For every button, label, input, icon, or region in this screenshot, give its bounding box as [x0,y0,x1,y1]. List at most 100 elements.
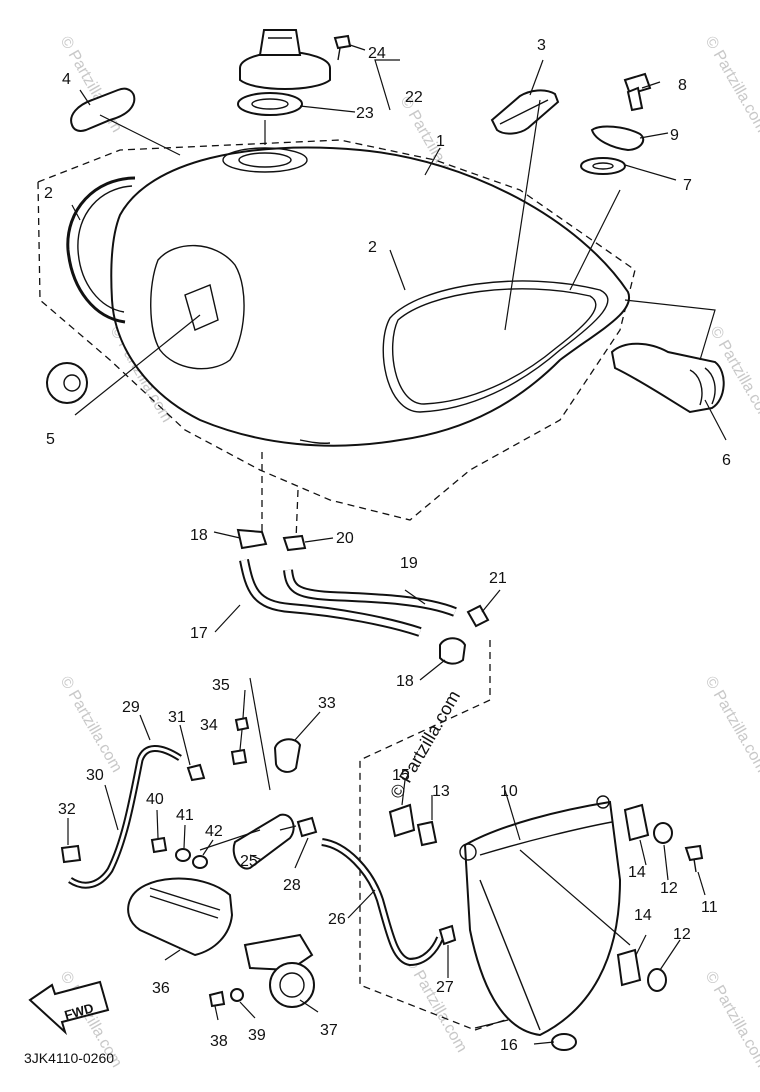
part-41-washer [175,848,191,862]
part-6-bracket [610,342,725,414]
part-38-bolt [208,990,226,1008]
callout-9: 9 [670,127,679,144]
part-11-bolt-shank [693,858,697,873]
part-28-clamp [296,816,318,838]
callout-30: 30 [86,767,104,784]
callout-3: 3 [537,37,546,54]
part-2-trim-left-inner [77,185,133,313]
part-11-bolt [684,844,704,862]
part-4-band [70,87,136,132]
callout-6: 6 [722,452,731,469]
callout-35: 35 [212,677,230,694]
part-17-hose-inner [241,559,421,635]
leader-dashed [295,489,299,541]
part-13-collar [416,820,438,847]
part-15-spacer [388,803,416,838]
tank-seam [299,439,331,444]
part-8-bolt [623,72,652,112]
part-42-nut [192,855,208,869]
callout-27: 27 [436,979,454,996]
tank-assembly-outline [37,139,636,521]
callout-14: 14 [634,907,652,924]
callout-38: 38 [210,1033,228,1050]
callout-15: 15 [392,767,410,784]
callout-18: 18 [190,527,208,544]
part-18-clip-lower [439,637,467,665]
part-22-fuel-cap [239,29,331,90]
part-26-hose-inner [321,840,442,965]
part-10-canister [459,795,622,1037]
callout-31: 31 [168,709,186,726]
callout-37: 37 [320,1022,338,1039]
part-9-plate [590,125,645,152]
tank-rear-opening [150,244,245,370]
callout-19: 19 [400,555,418,572]
callout-2: 2 [368,239,377,256]
part-32-connector [60,844,82,864]
watermark: © Partzilla.com [57,674,126,776]
part-36-cover [127,877,234,957]
tank-filler-flange [222,147,308,173]
callout-26: 26 [328,911,346,928]
part-24-screw [333,34,352,61]
callout-23: 23 [356,105,374,122]
tank-side-emblem-ring [382,280,609,413]
callout-8: 8 [678,77,687,94]
tank-side-emblem-ring-inner [391,288,597,405]
part-14-damper-lower [616,948,642,987]
callout-34: 34 [200,717,218,734]
part-31-clamp [186,763,206,782]
callout-1: 1 [436,133,445,150]
part-14-damper [623,803,650,842]
part-5-grommet [46,362,88,404]
part-2-trim-left [66,176,136,324]
part-16-grommet [551,1033,577,1051]
callout-2: 2 [44,185,53,202]
part-34-bolt [230,748,248,766]
callout-24: 24 [368,45,386,62]
part-29-hose-inner [69,747,181,887]
part-12-washer-lower [647,968,667,992]
part-12-washer [653,822,673,844]
watermark: © Partzilla.com [702,34,760,136]
part-18-clip [236,528,268,550]
fuel-tank [110,146,631,447]
part-25-fuel-filter [232,813,297,870]
callout-13: 13 [432,783,450,800]
callout-29: 29 [122,699,140,716]
leader-lines [67,44,727,1045]
callout-20: 20 [336,530,354,547]
part-40-bolt [150,836,168,854]
part-3-emblem [490,89,560,135]
leader-dashed [359,640,491,1031]
part-35-washer [234,716,250,732]
callout-5: 5 [46,431,55,448]
callout-39: 39 [248,1027,266,1044]
watermark: © Partzilla.com [702,674,760,776]
callout-labels: 1 2 2 3 4 5 6 7 8 9 10 11 12 12 13 14 14… [44,37,731,1054]
callout-12: 12 [660,880,678,897]
callout-33: 33 [318,695,336,712]
tank-filler-hole [238,152,292,168]
callout-40: 40 [146,791,164,808]
callout-36: 36 [152,980,170,997]
callout-41: 41 [176,807,194,824]
part-23-gasket [237,92,303,116]
callout-25: 25 [240,853,258,870]
callout-22: 22 [405,89,423,106]
callout-10: 10 [500,783,518,800]
callout-12: 12 [673,926,691,943]
callout-16: 16 [500,1037,518,1054]
callout-4: 4 [62,71,71,88]
part-19-hose-inner [285,569,457,615]
callout-11: 11 [701,899,718,916]
callout-28: 28 [283,877,301,894]
drawing-code: 3JK4110-0260 [24,1050,114,1066]
callout-17: 17 [190,625,208,642]
part-7-damper [580,157,626,175]
part-21-clip [466,604,490,628]
part-7-damper-hole [592,162,614,170]
callout-18: 18 [396,673,414,690]
callout-42: 42 [205,823,223,840]
